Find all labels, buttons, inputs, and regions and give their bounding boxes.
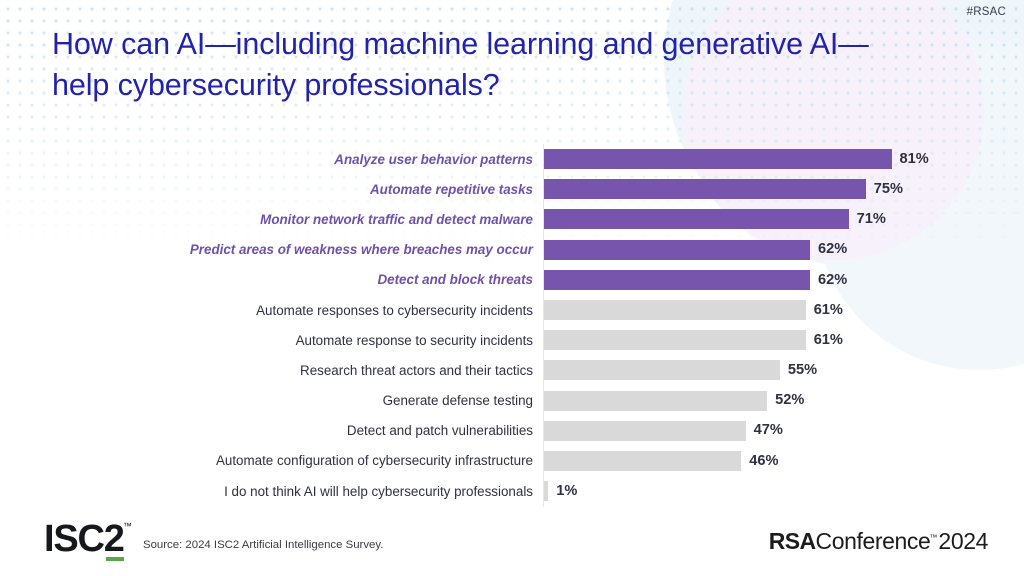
chart-bar-group: 81%	[544, 144, 929, 174]
chart-row: Analyze user behavior patterns 81%	[0, 144, 1024, 174]
chart-bar-group: 71%	[544, 204, 886, 234]
chart-category-label: Detect and patch vulnerabilities	[346, 423, 533, 439]
chart-bar-value: 1%	[556, 482, 578, 499]
isc2-green-accent	[105, 557, 124, 561]
chart-category-label: Automate responses to cybersecurity inci…	[256, 302, 533, 318]
chart-bar	[544, 420, 746, 441]
chart-category-label: Analyze user behavior patterns	[334, 151, 533, 167]
chart-bar-group: 55%	[544, 355, 817, 385]
chart-bar	[544, 390, 768, 411]
chart-bar	[544, 209, 849, 230]
isc2-trademark-icon: ™	[122, 521, 132, 531]
chart-bar-value: 75%	[873, 180, 904, 197]
chart-category-label: Generate defense testing	[382, 393, 533, 409]
chart-bar-group: 62%	[544, 235, 847, 265]
chart-bar	[544, 269, 810, 290]
chart-row: Automate repetitive tasks 75%	[0, 174, 1024, 204]
isc2-logo: ISC2 ™	[44, 518, 132, 561]
chart-bar-value: 62%	[818, 241, 848, 258]
chart-bar-value: 81%	[899, 150, 929, 167]
chart-row: Automate response to security incidents 6…	[0, 325, 1024, 355]
chart-category-label: Automate response to security incidents	[295, 332, 533, 348]
rsa-logo-year: 2024	[938, 528, 988, 554]
chart-category-label: Automate repetitive tasks	[370, 181, 533, 197]
rsa-logo-bold: RSA	[768, 528, 816, 554]
chart-bar	[544, 450, 742, 471]
chart-category-label: Monitor network traffic and detect malwa…	[260, 211, 533, 227]
chart-category-label: Automate configuration of cybersecurity …	[215, 453, 533, 469]
chart-bar-group: 75%	[544, 174, 903, 204]
isc2-logo-text: ISC2 ™	[44, 518, 132, 561]
chart-bar-group: 62%	[544, 265, 847, 295]
chart-row: Research threat actors and their tactics…	[0, 355, 1024, 385]
chart-bar-value: 46%	[749, 452, 779, 469]
chart-bar-group: 52%	[544, 386, 804, 416]
chart-bar	[544, 179, 866, 200]
rsac-hashtag: #RSAC	[966, 6, 1006, 18]
chart-bar	[544, 481, 549, 502]
chart-row: Detect and patch vulnerabilities 47%	[0, 416, 1024, 446]
page-title: How can AI—including machine learning an…	[52, 27, 869, 102]
chart-bar-group: 61%	[544, 325, 843, 355]
chart-bar-value: 55%	[787, 362, 818, 379]
source-note: Source: 2024 ISC2 Artificial Intelligenc…	[143, 539, 384, 551]
chart-bar-value: 47%	[753, 422, 783, 439]
chart-category-label: Research threat actors and their tactics	[300, 362, 533, 378]
rsa-trademark-icon: ™	[929, 533, 938, 542]
chart-bar-value: 62%	[818, 271, 848, 288]
chart-bar-group: 1%	[544, 476, 577, 506]
chart-row: Predict areas of weakness where breaches…	[0, 235, 1024, 265]
horizontal-bar-chart: Analyze user behavior patterns 81% Automat…	[0, 144, 1024, 507]
chart-bar	[544, 330, 806, 351]
chart-category-label: Predict areas of weakness where breaches…	[189, 242, 533, 258]
chart-bar-value: 61%	[813, 301, 843, 318]
chart-bar	[544, 149, 892, 170]
chart-category-label: I do not think AI will help cybersecurit…	[224, 483, 533, 499]
chart-axis-line	[543, 144, 544, 507]
isc2-logo-wordmark: ISC2	[44, 518, 125, 560]
chart-row: Detect and block threats 62%	[0, 265, 1024, 295]
chart-bar	[544, 300, 806, 321]
rsa-conference-logo: RSA Conference ™ 2024	[768, 528, 989, 554]
chart-bar-value: 61%	[813, 331, 843, 348]
chart-bar-value: 71%	[856, 211, 886, 228]
chart-row: Monitor network traffic and detect malwa…	[0, 204, 1024, 234]
rsa-logo-light: Conference	[815, 528, 931, 554]
chart-bar-group: 46%	[544, 446, 779, 476]
chart-row: I do not think AI will help cybersecurit…	[0, 476, 1024, 506]
chart-row: Automate configuration of cybersecurity …	[0, 446, 1024, 476]
chart-bar	[544, 360, 780, 381]
chart-bar-group: 47%	[544, 416, 783, 446]
chart-bar-group: 61%	[544, 295, 843, 325]
chart-bar	[544, 239, 810, 260]
chart-category-label: Detect and block threats	[377, 272, 533, 288]
chart-bar-value: 52%	[775, 392, 805, 409]
chart-row: Generate defense testing 52%	[0, 386, 1024, 416]
chart-row: Automate responses to cybersecurity inci…	[0, 295, 1024, 325]
